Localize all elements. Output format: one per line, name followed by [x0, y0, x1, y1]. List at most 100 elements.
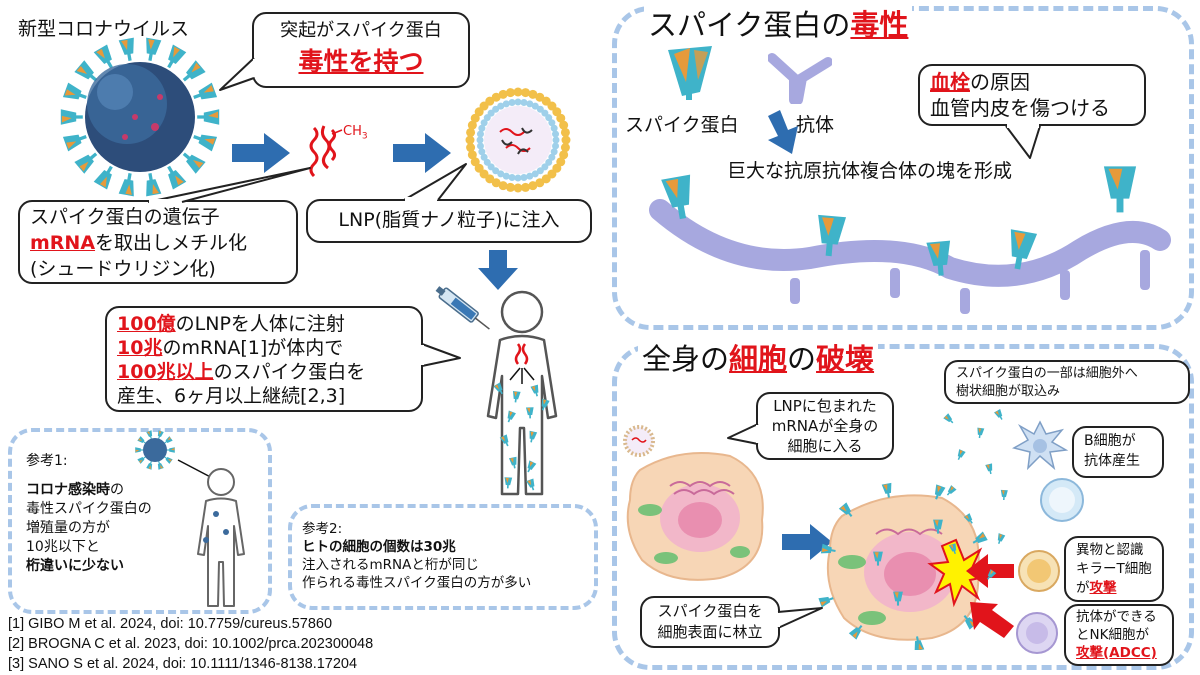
lipid-head: [505, 182, 515, 192]
lipid-head: [521, 182, 531, 192]
lipid-inner: [552, 142, 560, 150]
spike-protein-mark: [193, 134, 218, 152]
lipid-inner: [514, 174, 522, 182]
lipid-inner: [476, 142, 484, 150]
spike-protein-mark: [820, 543, 836, 554]
lipid-inner: [552, 136, 560, 144]
lipid-inner: [548, 119, 556, 127]
ch3-label: CH3: [343, 124, 368, 142]
lipid-head: [513, 87, 523, 97]
lipid-head: [560, 127, 570, 137]
lipid-inner: [531, 170, 539, 178]
spike-protein-mark: [972, 531, 988, 544]
surface-spike-bubble: スパイク蛋白を 細胞表面に林立: [640, 596, 780, 648]
spike-protein-mark: [818, 214, 847, 257]
references-list: [1] GIBO M et al. 2024, doi: 10.7759/cur…: [8, 614, 373, 674]
nk-bubble: 抗体ができる とNK細胞が 攻撃(ADCC): [1064, 604, 1174, 666]
lnp-bubble-tail: [403, 163, 467, 202]
body-spike-proteins: [493, 382, 550, 491]
thrombus-bubble: 血栓の原因 血管内皮を傷つける: [918, 64, 1146, 126]
lipid-inner: [487, 109, 495, 117]
nk-attack-arrow: [970, 602, 1014, 638]
spike-protein-mark: [166, 447, 175, 453]
lnp-cells-line3: 細胞に入る: [787, 437, 863, 455]
tcell-red: 攻撃: [1089, 580, 1117, 596]
mrna-bubble-tail: [147, 167, 311, 204]
spike-protein-mark: [157, 461, 164, 470]
arrow-cell-to-cell: [782, 524, 832, 560]
lnp-lipid-ring: [465, 87, 571, 193]
lnp-cells-bubble-tail: [727, 423, 760, 445]
t-cell: [1018, 550, 1060, 592]
spike-protein-mark: [914, 636, 925, 650]
spike-protein-mark: [926, 240, 951, 276]
lipid-head: [465, 135, 475, 145]
spike-bubble-tail: [219, 57, 257, 91]
spike-protein-mark: [526, 478, 535, 491]
spike-protein-mark: [157, 430, 164, 439]
lnp-injection-bubble: LNP(脂質ナノ粒子)に注入: [306, 199, 592, 243]
spike-protein-mark: [62, 82, 87, 100]
spike-protein-mark: [881, 482, 892, 498]
spike-protein-mark: [197, 109, 220, 125]
bcell-line1: B細胞が: [1084, 433, 1136, 449]
b-cell: [1040, 478, 1084, 522]
lipid-head: [467, 120, 477, 130]
virus-label: 新型コロナウイルス: [18, 18, 190, 40]
lipid-inner: [526, 100, 534, 108]
injection-line2: 10兆のmRNA[1]が体内で: [117, 336, 411, 360]
complex-label: 巨大な抗原抗体複合体の塊を形成: [727, 160, 1013, 182]
lipid-head: [559, 150, 569, 160]
spike-protein-mark: [977, 427, 985, 439]
reference-item-1: [1] GIBO M et al. 2024, doi: 10.7759/cur…: [8, 616, 333, 632]
spike-protein-mark: [529, 430, 538, 443]
mrna-bubble-line1: スパイク蛋白の遺伝子: [30, 206, 220, 228]
arrow-to-complex: [768, 110, 798, 154]
reference1-line3: 増殖量の方が: [26, 520, 110, 536]
spike-protein-mark: [934, 484, 946, 500]
lipid-inner: [508, 98, 516, 106]
spike-protein-mark: [93, 165, 113, 190]
lipid-head: [466, 127, 476, 137]
lipid-inner: [476, 136, 484, 144]
dendritic-cell: [1012, 420, 1069, 471]
cell-title-main: 全身の: [642, 342, 730, 376]
reference2-line1: ヒトの細胞の個数は30兆: [302, 539, 456, 555]
toxicity-title-red: 毒性: [850, 8, 909, 42]
lipid-head: [498, 181, 508, 191]
bcell-line2: 抗体産生: [1084, 453, 1140, 469]
spike-protein-mark: [848, 625, 863, 640]
lipid-head: [513, 183, 523, 193]
complex-spike-proteins: [661, 166, 1137, 276]
virus-spikes: [60, 37, 220, 197]
cell-destruction-title: 全身の細胞の破壊: [638, 340, 879, 378]
spike-protein-mark: [74, 60, 98, 82]
lipid-inner: [548, 153, 556, 161]
toxicity-title: スパイク蛋白の毒性: [644, 6, 913, 44]
spike-protein-mark: [164, 456, 173, 464]
injection-scale-bubble: 100億のLNPを人体に注射 10兆のmRNA[1]が体内で 100兆以上のスパ…: [105, 306, 423, 412]
floating-spike-fragments: [943, 409, 1008, 580]
injection-line1: 100億のLNPを人体に注射: [117, 312, 411, 336]
antigen-antibody-complex: [649, 166, 1171, 314]
tcell-bubble: 異物と認識 キラーT細胞 が攻撃: [1064, 536, 1164, 602]
mrna-extraction-bubble: スパイク蛋白の遺伝子 mRNAを取出しメチル化 (シュードウリジン化): [18, 200, 298, 284]
spike-protein-label: スパイク蛋白: [625, 114, 739, 136]
reference2-line2: 注入されるmRNAと桁が同じ: [302, 557, 479, 573]
spike-protein-mark: [137, 456, 146, 464]
reference1-text: 参考1: コロナ感染時の 毒性スパイク蛋白の 増殖量の方が 10兆以下と 桁違い…: [26, 452, 152, 576]
surface-spike-proteins: [818, 482, 988, 650]
tcell-line2: キラーT細胞: [1076, 561, 1152, 577]
spike-protein-mark: [985, 463, 993, 475]
lipid-inner: [520, 98, 528, 106]
lipid-inner: [492, 167, 500, 175]
ch3-subscript: 3: [361, 131, 368, 142]
lipid-inner: [526, 172, 534, 180]
lipid-inner: [520, 174, 528, 182]
lipid-head: [470, 157, 480, 167]
spike-protein-mark: [525, 407, 534, 419]
lipid-head: [466, 143, 476, 153]
arrow-virus-to-mrna: [232, 133, 290, 173]
human-body-infected: [197, 468, 245, 607]
spike-protein-mark: [943, 413, 954, 424]
